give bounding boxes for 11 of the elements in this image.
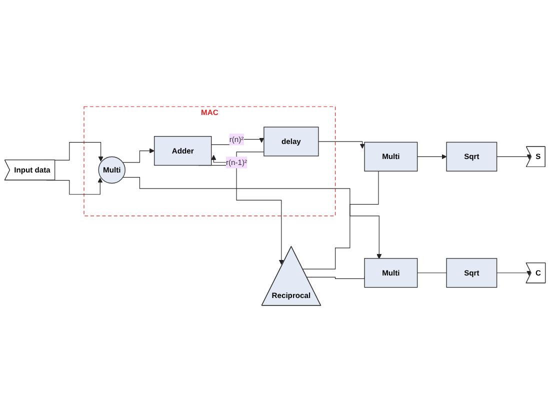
arrow bbox=[496, 270, 532, 276]
arrow bbox=[122, 177, 382, 260]
connector bbox=[417, 272, 447, 274]
arrow bbox=[211, 138, 264, 145]
arrow bbox=[318, 141, 365, 149]
arrow bbox=[496, 154, 532, 160]
connector bbox=[302, 170, 379, 270]
arrow bbox=[417, 154, 447, 160]
arrow bbox=[122, 148, 155, 163]
arrow bbox=[211, 152, 264, 163]
connector bbox=[306, 276, 365, 280]
